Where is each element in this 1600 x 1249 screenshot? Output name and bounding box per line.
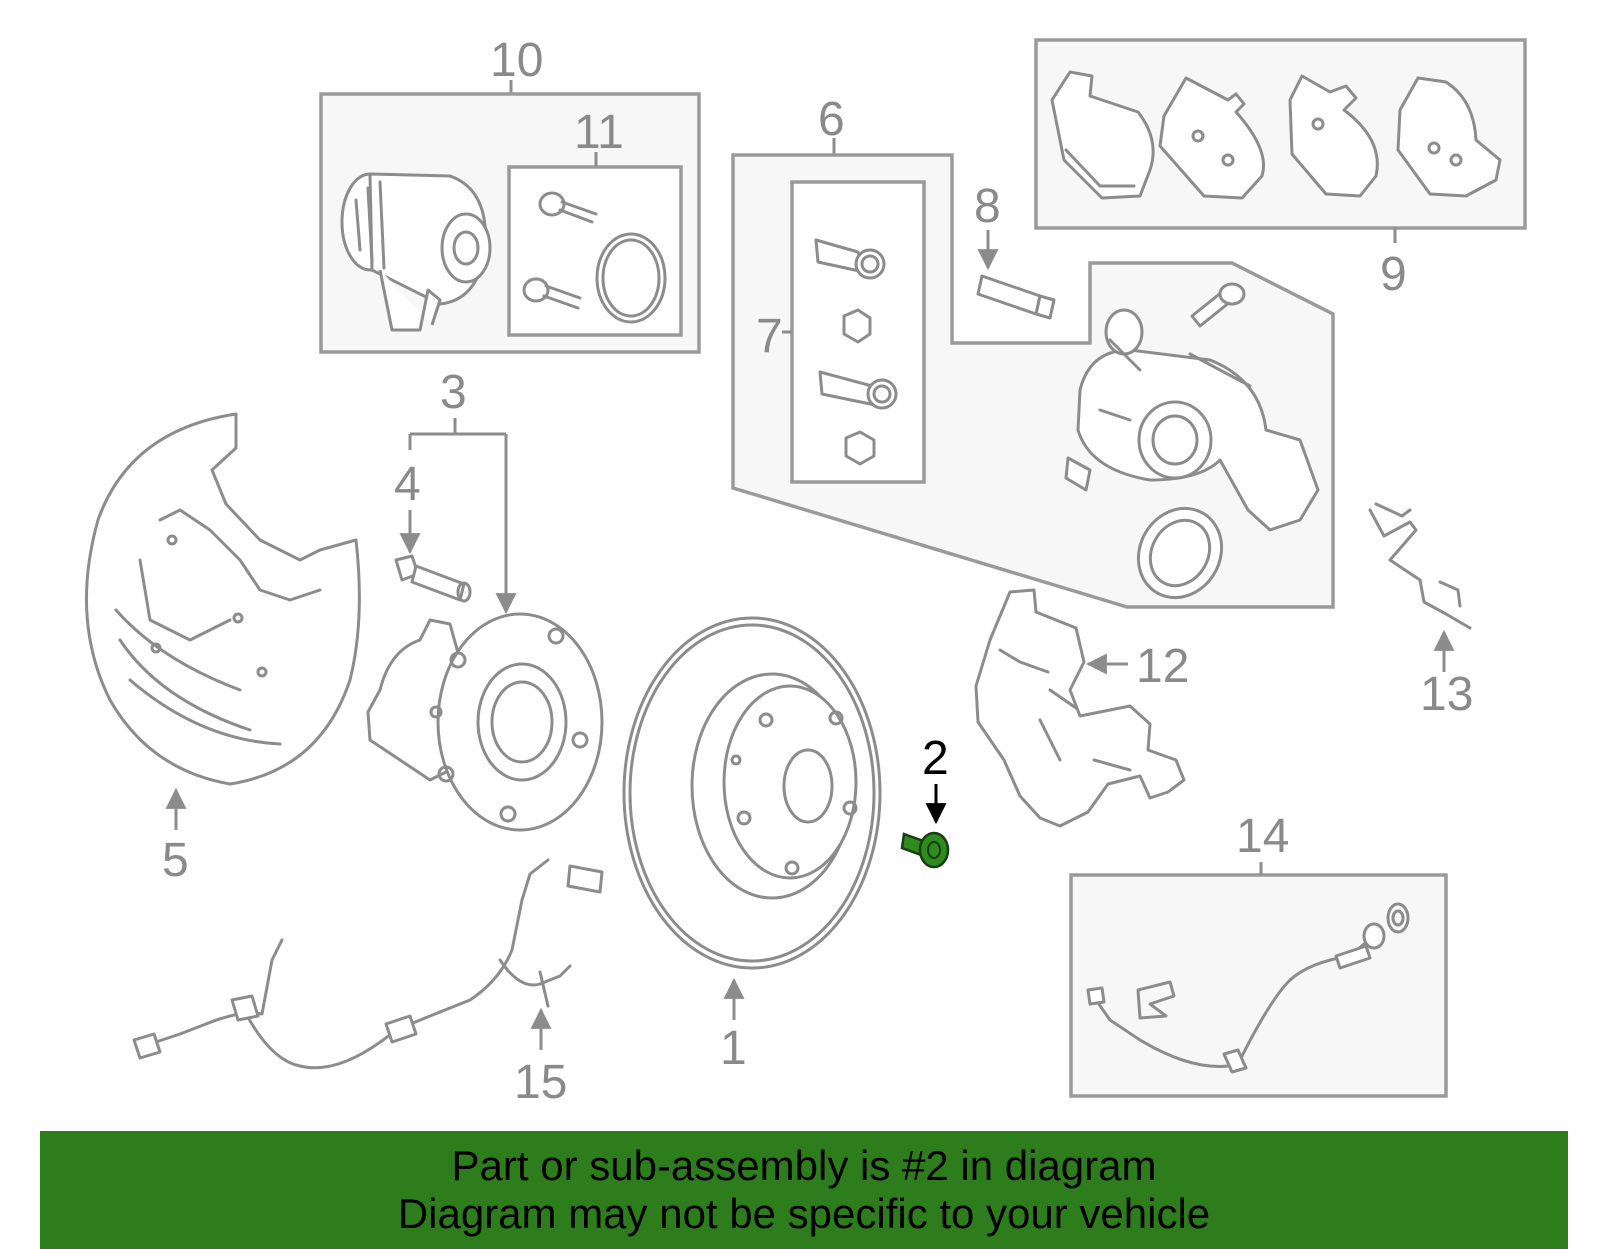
callout-6: 6 (818, 93, 845, 146)
callout-11: 11 (574, 106, 624, 159)
caliper-body-illustration (1064, 282, 1320, 600)
callout-10: 10 (490, 34, 543, 87)
pad-spring-illustration (1368, 502, 1472, 630)
callout-3: 3 (440, 366, 467, 419)
callout-2: 2 (922, 732, 949, 785)
info-banner: Part or sub-assembly is #2 in diagram Di… (40, 1131, 1568, 1249)
banner-disclaimer: Diagram may not be specific to your vehi… (397, 1190, 1211, 1237)
callout-4: 4 (394, 458, 421, 511)
callout-12: 12 (1136, 640, 1189, 693)
rotor-screw-highlighted[interactable] (900, 784, 950, 869)
callout-5: 5 (162, 834, 189, 887)
brake-pad-set-group-9 (1034, 38, 1527, 243)
callout-13: 13 (1420, 668, 1473, 721)
splash-shield-illustration (84, 412, 361, 786)
caliper-kit-group-10 (319, 80, 701, 354)
guide-pin-illustration (976, 230, 1056, 320)
callout-9: 9 (1380, 248, 1407, 301)
callout-7: 7 (756, 310, 783, 363)
banner-part-note: Part or sub-assembly is #2 in diagram (451, 1142, 1157, 1189)
brake-pad-illustration (1050, 70, 1502, 200)
caliper-assembly-group-6 (731, 138, 1335, 609)
actuator-illustration (340, 172, 492, 332)
guide-pin-kit-illustration (814, 238, 898, 466)
brake-rotor-illustration (622, 616, 882, 970)
callout-15: 15 (514, 1056, 567, 1109)
bolt-kit-illustration (522, 191, 667, 324)
caliper-bracket-illustration (974, 588, 1186, 828)
hub-bearing-illustration (366, 418, 604, 832)
callout-8: 8 (974, 180, 1001, 233)
callout-14: 14 (1236, 810, 1289, 863)
wheel-speed-sensor-group-14 (1069, 862, 1448, 1098)
callout-1: 1 (720, 1022, 747, 1075)
sensor-harness-illustration (132, 858, 604, 1070)
